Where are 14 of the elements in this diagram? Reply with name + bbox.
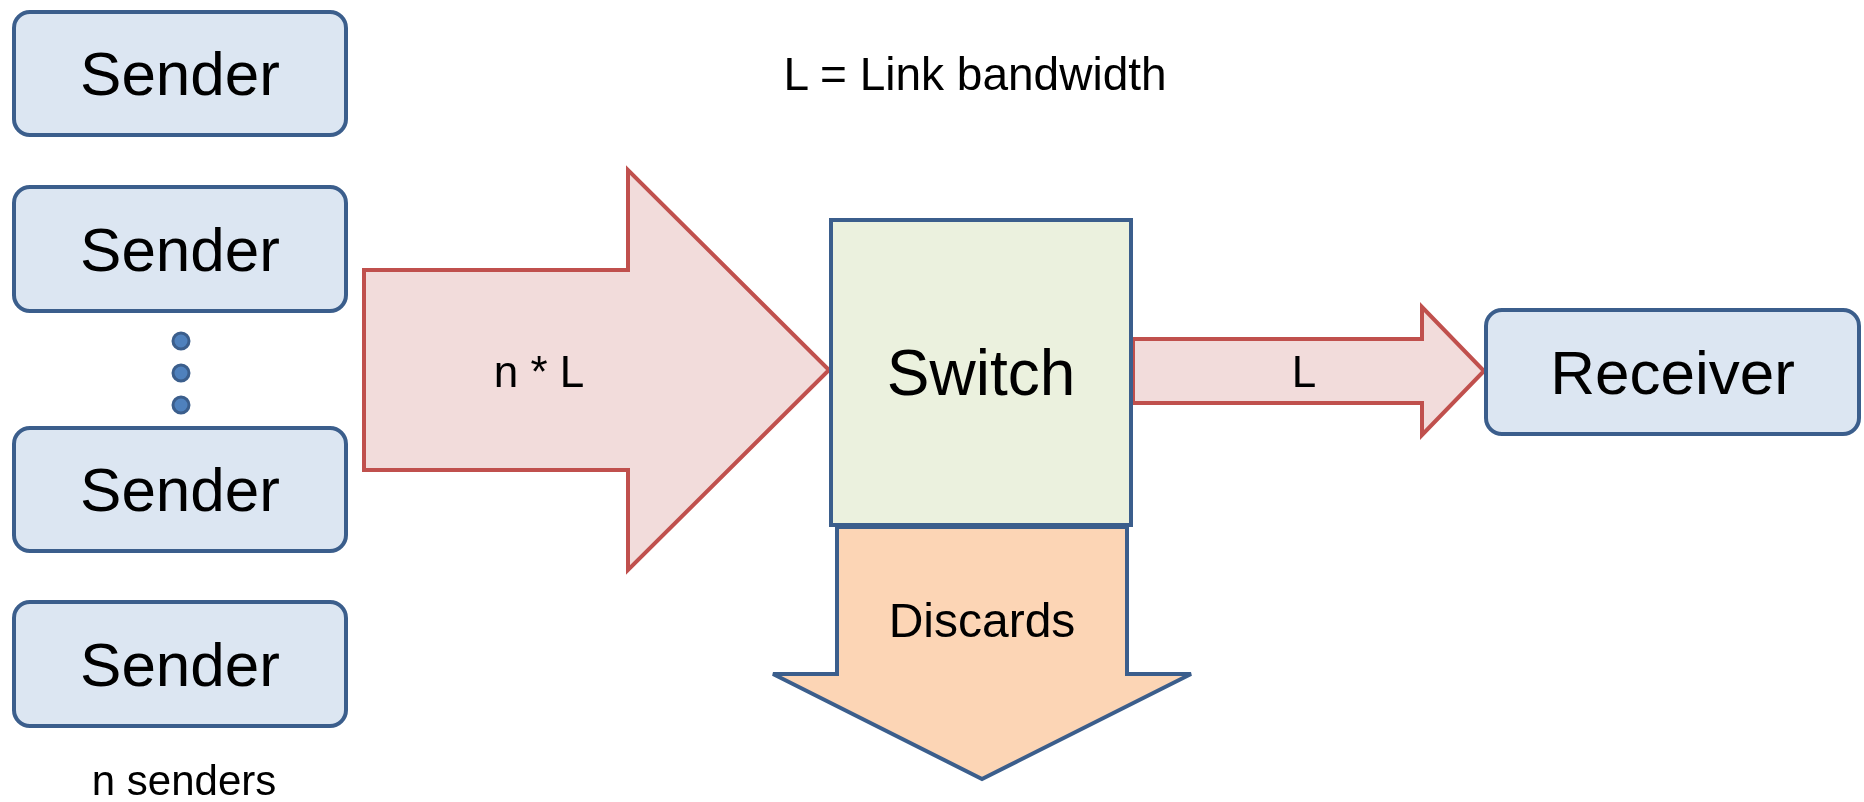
- legend-note: L = Link bandwidth: [783, 47, 1167, 101]
- rounded-box: Receiver: [1484, 308, 1861, 436]
- rounded-box: Sender: [12, 185, 348, 313]
- edge-label: n * L: [493, 347, 585, 397]
- rounded-box: Sender: [12, 600, 348, 728]
- group-caption: n senders: [91, 757, 277, 802]
- rounded-box: Sender: [12, 426, 348, 553]
- process-box: Switch: [829, 218, 1133, 527]
- edge-label: Discards: [888, 592, 1076, 648]
- edge-label: L: [1291, 347, 1317, 397]
- block-arrow: [771, 525, 1193, 782]
- block-arrow: [1131, 302, 1487, 440]
- rounded-box: Sender: [12, 10, 348, 137]
- block-arrow: [362, 165, 832, 575]
